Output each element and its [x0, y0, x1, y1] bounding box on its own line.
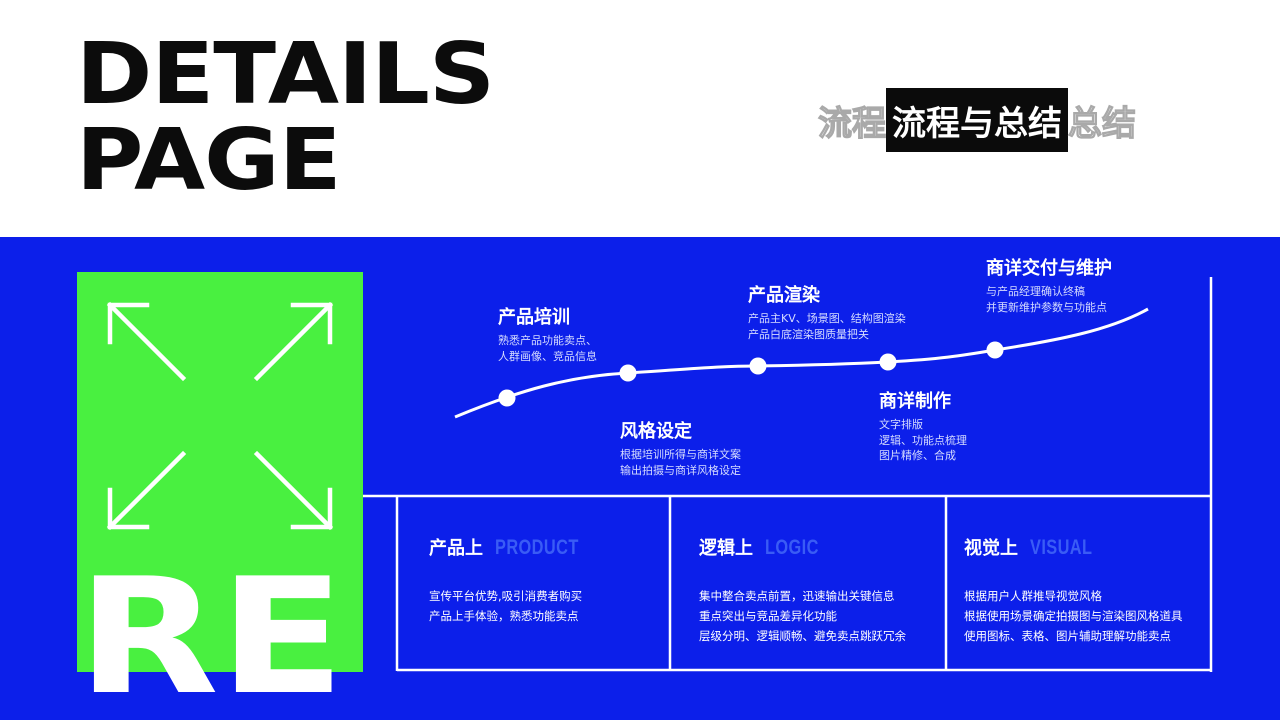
column-heading: 逻辑上 LOGIC	[699, 534, 959, 560]
column-heading-zh: 逻辑上	[699, 538, 753, 559]
step-title: 商详交付与维护	[986, 258, 1112, 279]
page-title-line-2: PAGE	[76, 110, 342, 210]
summary-column-logic: 逻辑上 LOGIC 集中整合卖点前置，迅速输出关键信息 重点突出与竞品差异化功能…	[699, 534, 959, 646]
column-line: 根据使用场景确定拍摄图与渲染图风格道具	[964, 609, 1183, 623]
timeline-node-5	[986, 341, 1004, 359]
step-title: 商详制作	[879, 391, 951, 412]
column-body: 根据用户人群推导视觉风格 根据使用场景确定拍摄图与渲染图风格道具 使用图标、表格…	[964, 586, 1224, 646]
timeline-node-1	[498, 389, 516, 407]
column-body: 宣传平台优势,吸引消费者购买 产品上手体验，熟悉功能卖点	[429, 586, 689, 626]
column-line: 产品上手体验，熟悉功能卖点	[429, 609, 579, 623]
subtitle-highlight: 流程与总结	[886, 88, 1068, 152]
step-desc-line: 根据培训所得与商详文案	[620, 448, 741, 461]
expand-arrows-icon	[106, 301, 334, 531]
timeline-step-4: 商详制作 文字排版 逻辑、功能点梳理 图片精修、合成	[879, 390, 967, 464]
badge-block	[77, 272, 363, 672]
step-desc: 与产品经理确认终稿 并更新维护参数与功能点	[986, 284, 1112, 315]
column-line: 宣传平台优势,吸引消费者购买	[429, 589, 583, 603]
step-title: 产品渲染	[748, 285, 820, 306]
column-line: 集中整合卖点前置，迅速输出关键信息	[699, 589, 895, 603]
timeline-step-1: 产品培训 熟悉产品功能卖点、 人群画像、竞品信息	[498, 306, 597, 364]
timeline-step-5: 商详交付与维护 与产品经理确认终稿 并更新维护参数与功能点	[986, 257, 1112, 315]
step-desc-line: 产品白底渲染图质量把关	[748, 327, 869, 341]
subtitle-ghost-left: 流程	[817, 103, 886, 144]
summary-column-product: 产品上 PRODUCT 宣传平台优势,吸引消费者购买 产品上手体验，熟悉功能卖点	[429, 534, 689, 626]
timeline-step-3: 产品渲染 产品主KV、场景图、结构图渲染 产品白底渲染图质量把关	[748, 284, 906, 342]
step-desc-line: 输出拍摄与商详风格设定	[620, 463, 741, 477]
column-line: 重点突出与竞品差异化功能	[699, 609, 837, 623]
step-desc-line: 产品主KV、场景图、结构图渲染	[748, 312, 906, 325]
timeline-node-3	[749, 357, 767, 375]
step-desc: 熟悉产品功能卖点、 人群画像、竞品信息	[498, 333, 597, 364]
section-subtitle: 流程 流程与总结 总结	[817, 88, 1137, 152]
column-line: 层级分明、逻辑顺畅、避免卖点跳跃冗余	[699, 629, 906, 643]
column-heading-en: PRODUCT	[495, 536, 579, 559]
column-heading-zh: 视觉上	[964, 538, 1018, 559]
step-desc: 根据培训所得与商详文案 输出拍摄与商详风格设定	[620, 447, 741, 478]
column-line: 根据用户人群推导视觉风格	[964, 589, 1102, 603]
step-desc-line: 逻辑、功能点梳理	[879, 433, 967, 447]
column-heading: 视觉上 VISUAL	[964, 534, 1224, 560]
column-heading-en: LOGIC	[765, 536, 819, 559]
column-heading-zh: 产品上	[429, 538, 483, 559]
page-title-line-1: DETAILS	[76, 24, 495, 124]
step-desc-line: 图片精修、合成	[879, 449, 956, 462]
summary-column-visual: 视觉上 VISUAL 根据用户人群推导视觉风格 根据使用场景确定拍摄图与渲染图风…	[964, 534, 1224, 646]
step-title: 风格设定	[620, 421, 692, 442]
timeline-node-2	[619, 364, 637, 382]
step-desc: 文字排版 逻辑、功能点梳理 图片精修、合成	[879, 417, 967, 464]
subtitle-ghost-right: 总结	[1067, 103, 1136, 144]
column-line: 使用图标、表格、图片辅助理解功能卖点	[964, 629, 1171, 643]
step-desc-line: 熟悉产品功能卖点、	[498, 334, 597, 347]
step-desc-line: 人群画像、竞品信息	[498, 349, 597, 363]
column-heading-en: VISUAL	[1030, 536, 1093, 559]
column-heading: 产品上 PRODUCT	[429, 534, 689, 560]
timeline-step-2: 风格设定 根据培训所得与商详文案 输出拍摄与商详风格设定	[620, 420, 741, 478]
step-desc-line: 并更新维护参数与功能点	[986, 300, 1107, 314]
step-desc-line: 文字排版	[879, 418, 923, 431]
badge-letters-text: RE	[77, 543, 345, 720]
column-body: 集中整合卖点前置，迅速输出关键信息 重点突出与竞品差异化功能 层级分明、逻辑顺畅…	[699, 586, 959, 646]
timeline-node-4	[879, 353, 897, 371]
step-desc: 产品主KV、场景图、结构图渲染 产品白底渲染图质量把关	[748, 311, 906, 342]
step-title: 产品培训	[498, 307, 570, 328]
step-desc-line: 与产品经理确认终稿	[986, 285, 1085, 298]
